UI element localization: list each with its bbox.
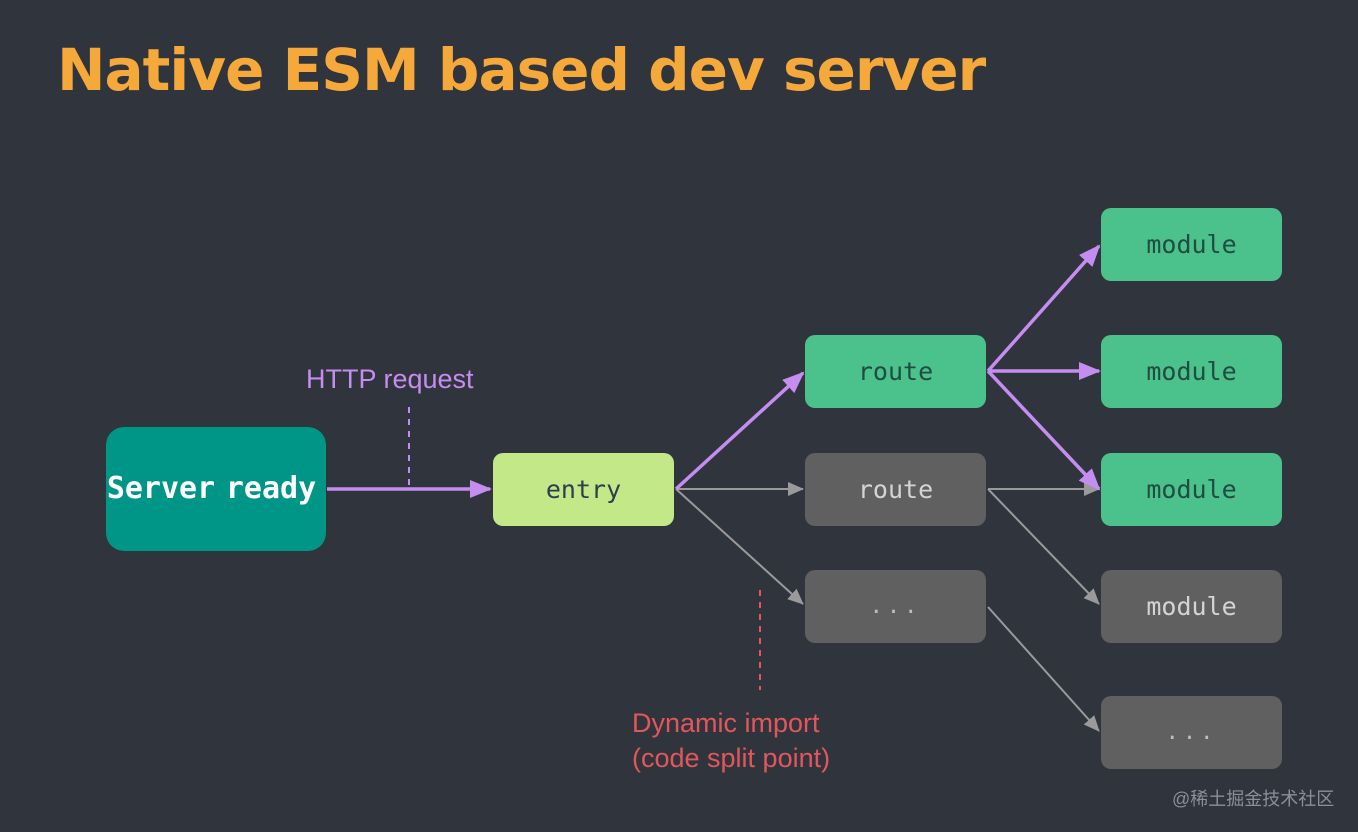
dynamic-import-label: Dynamic import (code split point) (632, 706, 830, 776)
module-node-4: module (1101, 570, 1282, 643)
dynamic-import-label-line1: Dynamic import (632, 708, 820, 738)
ellipsis-node-right: ... (1101, 696, 1282, 769)
page-title: Native ESM based dev server (57, 36, 986, 104)
ellipsis-node-middle: ... (805, 570, 986, 643)
entry-node: entry (493, 453, 674, 526)
http-request-label: HTTP request (306, 364, 474, 394)
route-node-inactive: route (805, 453, 986, 526)
edge-dots-dots (987, 606, 1100, 732)
edge-route-inactive-module4 (987, 488, 1100, 605)
server-ready-label-line2: ready (225, 471, 317, 506)
module-node-3: module (1101, 453, 1282, 526)
edge-route-module3 (986, 369, 1101, 491)
dynamic-import-label-line2: (code split point) (632, 743, 831, 773)
server-ready-label-line1: Server (106, 471, 216, 506)
edge-route-module1 (986, 244, 1101, 373)
server-ready-node: Server ready (106, 427, 326, 551)
edge-entry-dots (675, 488, 804, 605)
route-node-active: route (805, 335, 986, 408)
module-node-1: module (1101, 208, 1282, 281)
edge-entry-route-active (674, 371, 805, 491)
module-node-2: module (1101, 335, 1282, 408)
watermark: @稀土掘金技术社区 (1172, 789, 1335, 809)
